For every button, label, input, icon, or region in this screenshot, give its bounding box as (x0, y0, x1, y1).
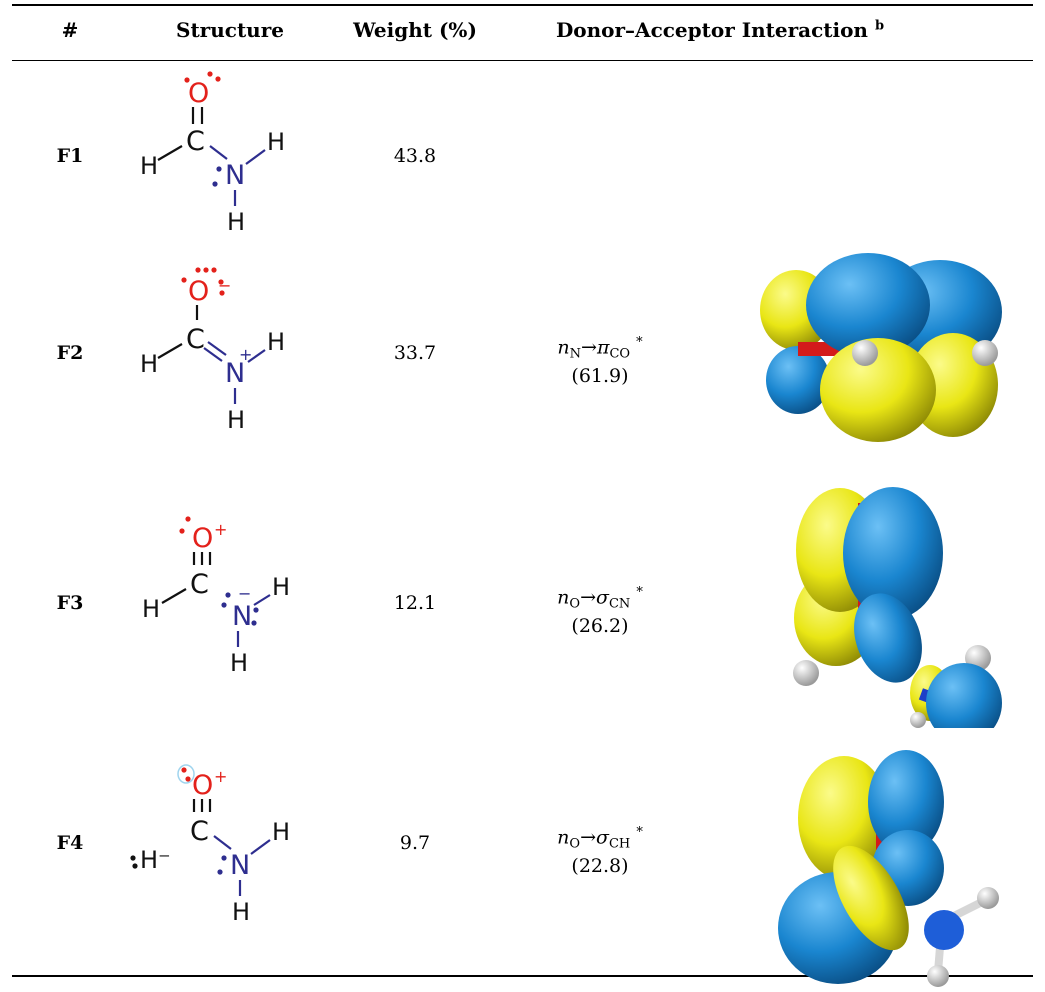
lewis-structure-f2: O − C H N + H H (140, 267, 285, 434)
row-weight: 33.7 (393, 342, 437, 364)
row-id: F2 (56, 342, 84, 364)
lewis-structure-f1: O C H N H H (140, 71, 285, 236)
interaction-label: nO→σCN * (26.2) (520, 582, 680, 637)
acceptor-subscript: CN (608, 596, 631, 612)
donor-subscript: N (569, 346, 582, 362)
atom-c: C (190, 816, 209, 847)
orbital-image-f3 (793, 487, 1002, 728)
atom-h: H (267, 128, 285, 156)
antibonding-star: * (636, 825, 643, 840)
donor-symbol: n (557, 586, 570, 609)
row-id: F4 (56, 832, 84, 854)
donor-subscript: O (569, 596, 581, 612)
lewis-structure-f3: O + C H N − H H (142, 516, 290, 677)
atom-o: O (192, 770, 213, 801)
atom-h: H (227, 406, 245, 434)
row-weight: 9.7 (399, 832, 431, 854)
header-interaction-label: Donor–Acceptor Interaction (555, 18, 868, 42)
atom-h: H (140, 152, 158, 180)
header-num: # (61, 18, 79, 42)
row-weight: 12.1 (393, 592, 437, 614)
header-structure: Structure (176, 18, 284, 42)
atom-o: O (188, 276, 209, 307)
atom-h: H (142, 595, 160, 623)
atom-h: H⁻ (140, 846, 171, 874)
atom-h: H (227, 208, 245, 236)
charge-plus: + (214, 520, 227, 539)
atom-h: H (232, 898, 250, 926)
antibonding-star: * (636, 585, 643, 600)
acceptor-symbol: π (596, 336, 610, 359)
lewis-structure-f4: O + C H⁻ N H H (130, 764, 290, 926)
interaction-label: nO→σCH * (22.8) (520, 822, 680, 877)
interaction-label: nN→πCO * (61.9) (520, 332, 680, 387)
atom-n: N (230, 850, 250, 881)
arrow: → (580, 826, 596, 849)
stabilization-energy: (61.9) (571, 365, 629, 388)
row-id: F1 (56, 145, 84, 167)
row-weight: 43.8 (393, 145, 437, 167)
orbital-image-f2 (760, 253, 1002, 442)
charge-plus: + (239, 345, 252, 364)
atom-n: N (225, 160, 245, 191)
arrow: → (581, 336, 597, 359)
atom-n: N (232, 601, 252, 632)
acceptor-subscript: CO (609, 346, 631, 362)
atom-h: H (140, 350, 158, 378)
header-interaction-footnote: b (874, 18, 885, 34)
row-id: F3 (56, 592, 84, 614)
orbital-image-f4 (778, 750, 999, 987)
atom-c: C (190, 569, 209, 600)
atom-h: H (272, 573, 290, 601)
atom-h: H (267, 328, 285, 356)
header-weight: Weight (%) (353, 18, 477, 42)
donor-subscript: O (569, 836, 581, 852)
atom-h: H (272, 818, 290, 846)
bottom-rule (12, 975, 1033, 977)
acceptor-symbol: σ (595, 586, 609, 609)
stabilization-energy: (22.8) (571, 855, 629, 878)
donor-symbol: n (557, 826, 570, 849)
atom-h: H (230, 649, 248, 677)
charge-plus: + (214, 767, 227, 786)
atom-o: O (188, 78, 209, 109)
top-rule (12, 4, 1033, 6)
charge-minus: − (218, 276, 231, 295)
header-rule (12, 60, 1033, 61)
charge-minus: − (238, 584, 251, 603)
acceptor-symbol: σ (596, 826, 609, 849)
atom-o: O (192, 523, 213, 554)
arrow: → (580, 586, 596, 609)
atom-c: C (186, 324, 205, 355)
atom-c: C (186, 126, 205, 157)
donor-symbol: n (557, 336, 570, 359)
antibonding-star: * (636, 335, 643, 350)
atom-n: N (225, 358, 245, 389)
header-interaction: Donor–Acceptor Interaction b (520, 18, 920, 42)
stabilization-energy: (26.2) (571, 615, 629, 638)
acceptor-subscript: CH (608, 836, 631, 852)
